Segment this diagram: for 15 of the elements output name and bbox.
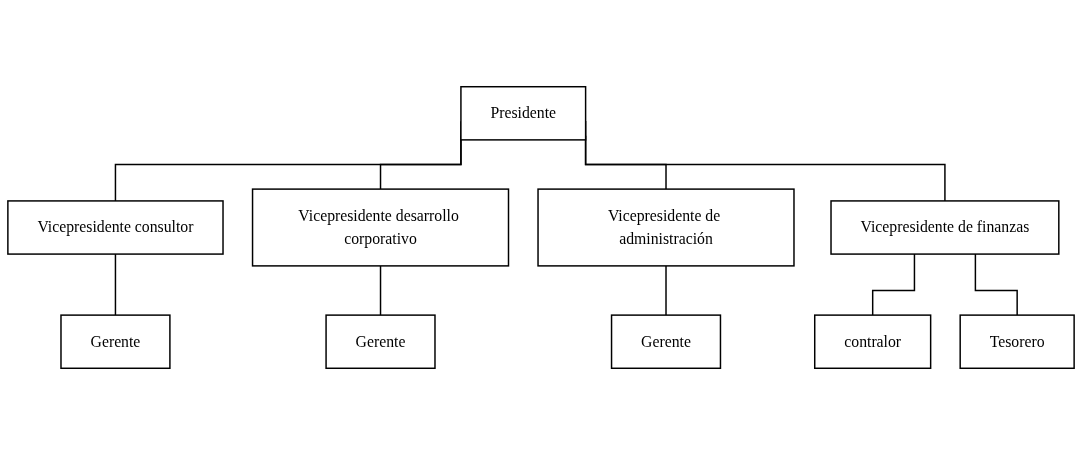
node-box: Vicepresidente desarrollo corporativo	[251, 188, 510, 267]
node-box: Gerente	[60, 314, 171, 369]
node-box: Gerente	[325, 314, 436, 369]
node-box: Tesorero	[959, 314, 1075, 369]
connector	[974, 253, 1018, 316]
node-box: contralor	[814, 314, 932, 369]
node-box: Presidente	[460, 86, 587, 141]
node-box: Gerente	[610, 314, 722, 369]
connector	[379, 265, 382, 316]
connector	[665, 265, 667, 316]
connector	[114, 253, 117, 316]
node-box: Vicepresidente consultor	[7, 200, 224, 255]
connector	[871, 253, 916, 316]
node-box: Vicepresidente de finanzas	[830, 200, 1060, 255]
node-box: Vicepresidente de administración	[537, 188, 795, 267]
